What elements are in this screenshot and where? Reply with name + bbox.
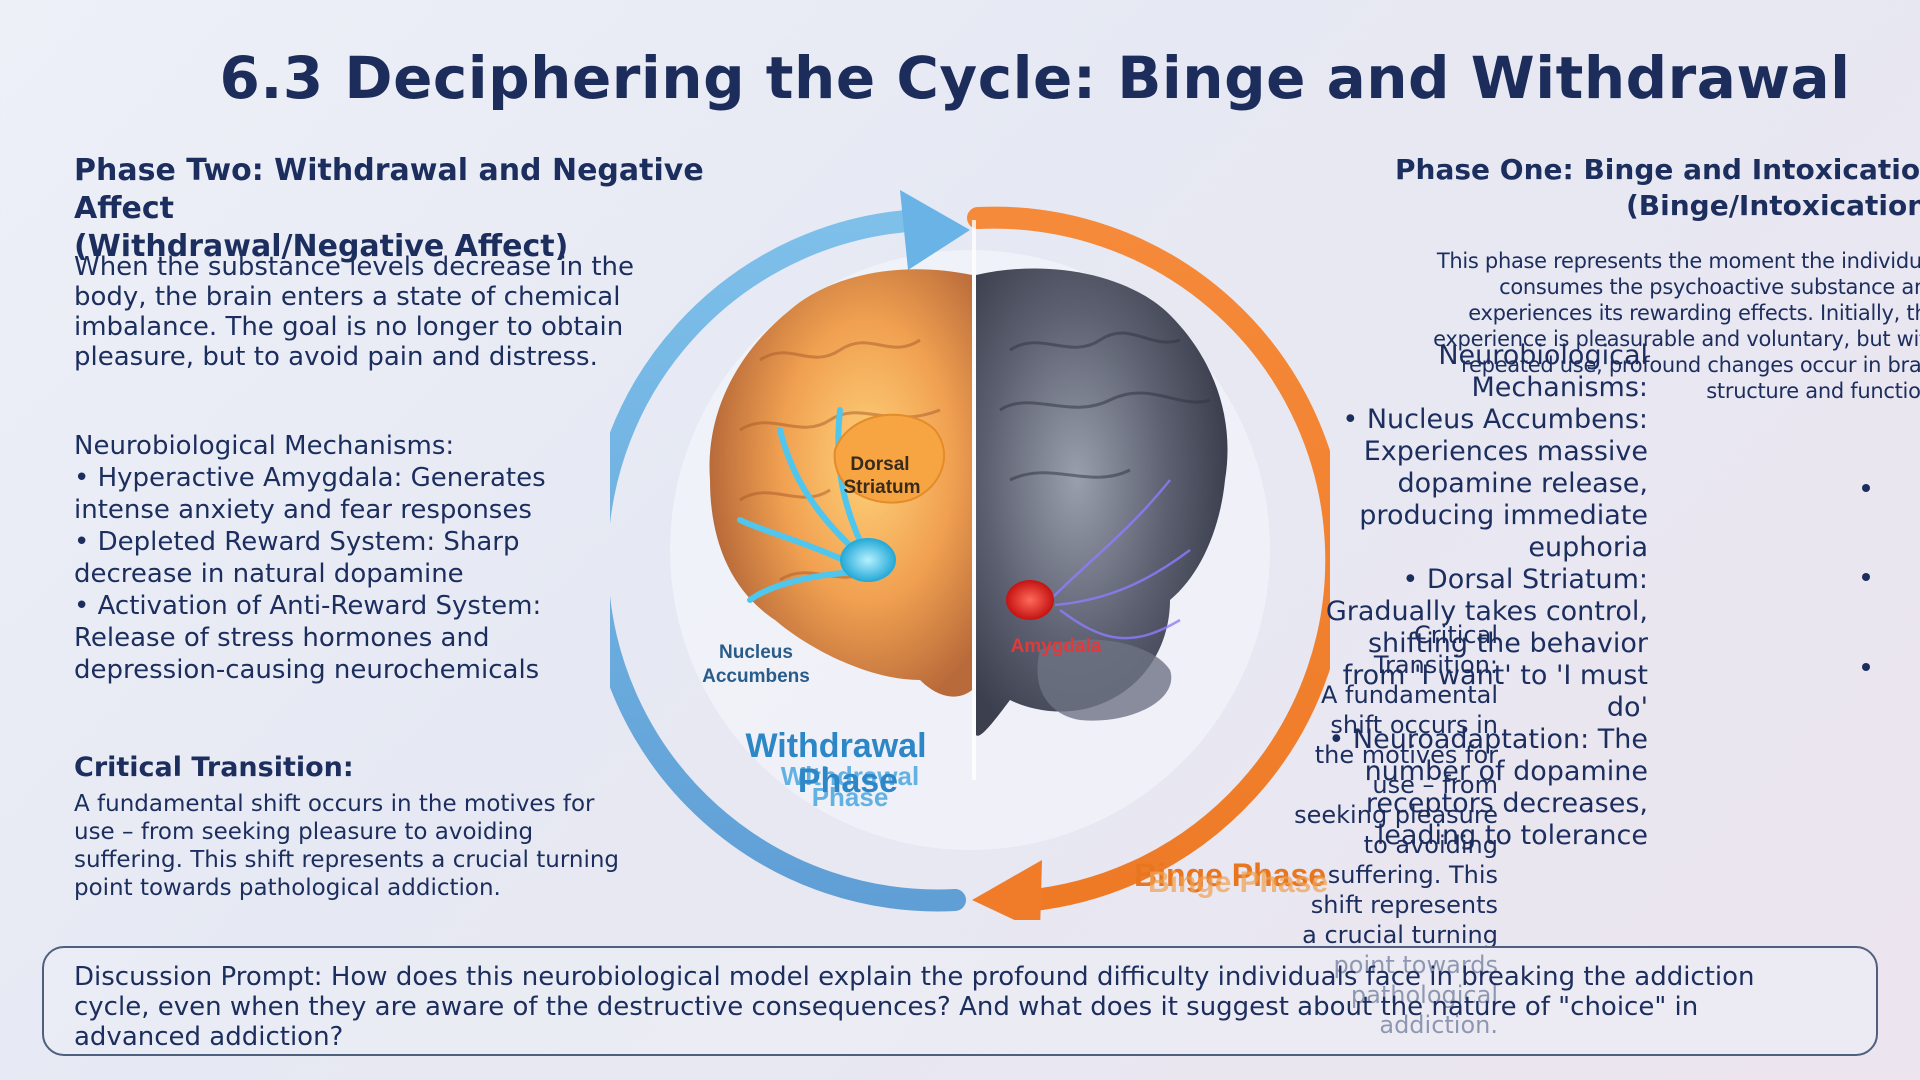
label-dorsal: Dorsal (850, 454, 909, 475)
label-striatum: Striatum (843, 477, 920, 498)
bullet-dot (1862, 663, 1870, 671)
phase-one-mechanisms: Neurobiological Mechanisms: • Nucleus Ac… (1320, 340, 1648, 852)
slide-title: 6.3 Deciphering the Cycle: Binge and Wit… (219, 44, 1851, 112)
critical-transition-heading: Critical Transition: (1373, 621, 1498, 679)
label-nucleus: Nucleus (719, 642, 793, 663)
withdrawal-phase-label-1: Withdrawal (745, 727, 926, 765)
bullet-dot (1862, 484, 1870, 492)
dorsal-striatum-region (833, 413, 945, 504)
bullet-dot (1862, 573, 1870, 581)
cerebellum (1037, 639, 1172, 721)
nucleus-accumbens-glow (840, 538, 896, 582)
brain-right-half (976, 268, 1228, 736)
mechanisms-title: Neurobiological Mechanisms: (74, 431, 455, 461)
amygdala-glow (1006, 580, 1054, 620)
phase-two-mechanisms: Neurobiological Mechanisms: • Hyperactiv… (74, 430, 634, 686)
phase-one-heading: Phase One: Binge and Intoxication (Binge… (1300, 152, 1920, 224)
discussion-prompt-box (42, 946, 1878, 1056)
withdrawal-phase-label-3: Phase (812, 782, 889, 812)
critical-transition-text: A fundamental shift occurs in the motive… (74, 791, 620, 901)
phase-one-heading-line2: (Binge/Intoxication) (1625, 189, 1920, 222)
withdrawal-phase-label-4: Phase (798, 762, 898, 800)
critical-transition-heading: Critical Transition: (74, 752, 354, 783)
phase-two-heading-line1: Phase Two: Withdrawal and Negative Affec… (74, 153, 704, 226)
discussion-prompt-text: Discussion Prompt: How does this neurobi… (74, 962, 1755, 1052)
mechanism-item: • Nucleus Accumbens: Experiences massive… (1342, 404, 1648, 563)
mechanism-item: • Activation of Anti-Reward System: Rele… (74, 591, 542, 685)
mechanisms-title: Neurobiological Mechanisms: (1438, 340, 1648, 403)
label-amygdala: Amygdala (1011, 636, 1102, 657)
neural-fibers (1049, 479, 1191, 640)
phase-two-description: When the substance levels decrease in th… (74, 252, 635, 372)
orange-arrowhead-bottom (972, 860, 1042, 920)
mechanism-item: • Neuroadaptation: The number of dopamin… (1328, 724, 1648, 851)
phase-one-heading-line1: Phase One: Binge and Intoxication (1395, 153, 1920, 186)
label-accumbens: Accumbens (702, 666, 810, 687)
phase-two-heading-line2: (Withdrawal/Negative Affect) (74, 229, 569, 264)
brain-cycle-diagram: Dorsal Striatum Nucleus Accumbens Amygda… (610, 190, 1330, 920)
binge-phase-label: Binge Phase (1134, 857, 1326, 893)
withdrawal-cycle-arc (610, 209, 966, 912)
blue-arrowhead-top (900, 190, 970, 270)
binge-cycle-arc (967, 206, 1330, 913)
withdrawal-phase-label-2: Withdrawal (781, 761, 919, 791)
binge-phase-label-shadow: Binge Phase (1148, 866, 1328, 899)
brain-right-folds (999, 331, 1211, 482)
phase-one-description: This phase represents the moment the ind… (1433, 249, 1920, 403)
mechanism-item: • Hyperactive Amygdala: Generates intens… (74, 463, 546, 525)
phase-two-heading: Phase Two: Withdrawal and Negative Affec… (74, 152, 774, 266)
mechanism-item: • Depleted Reward System: Sharp decrease… (74, 527, 520, 589)
mechanism-item: • Dorsal Striatum: Gradually takes contr… (1325, 564, 1648, 723)
